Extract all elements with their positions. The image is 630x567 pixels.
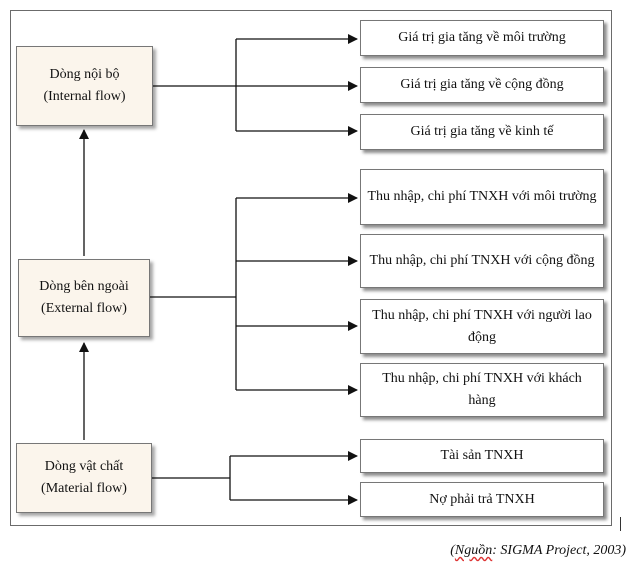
value-environment-box: Giá trị gia tăng về môi trường (360, 20, 604, 56)
income-customers-box: Thu nhập, chi phí TNXH với khách hàng (360, 363, 604, 417)
internal-flow-english-label: (Internal flow) (43, 89, 126, 104)
assets-box: Tài sản TNXH (360, 439, 604, 473)
external-flow-box: Dòng bên ngoài (External flow) (18, 259, 150, 337)
internal-flow-box: Dòng nội bộ (Internal flow) (16, 46, 153, 126)
material-flow-label: Dòng vật chất (44, 459, 124, 475)
internal-flow-label: Dòng nội bộ (49, 67, 120, 83)
value-community-box: Giá trị gia tăng về cộng đồng (360, 67, 604, 103)
liabilities-box: Nợ phải trả TNXH (360, 482, 604, 517)
income-community-box: Thu nhập, chi phí TNXH với cộng đồng (360, 234, 604, 288)
material-flow-box: Dòng vật chất (Material flow) (16, 443, 152, 513)
external-flow-label: Dòng bên ngoài (39, 279, 129, 295)
value-economy-box: Giá trị gia tăng về kinh tế (360, 114, 604, 150)
external-flow-english-label: (External flow) (41, 301, 127, 316)
material-flow-english-label: (Material flow) (41, 481, 127, 496)
source-word: Nguồn (454, 543, 493, 558)
income-environment-box: Thu nhập, chi phí TNXH với môi trường (360, 169, 604, 225)
diagram-frame (10, 10, 612, 526)
text-cursor-mark (620, 517, 621, 531)
income-workers-box: Thu nhập, chi phí TNXH với người lao độn… (360, 299, 604, 354)
source-caption: (Nguồn: SIGMA Project, 2003) (450, 543, 626, 558)
